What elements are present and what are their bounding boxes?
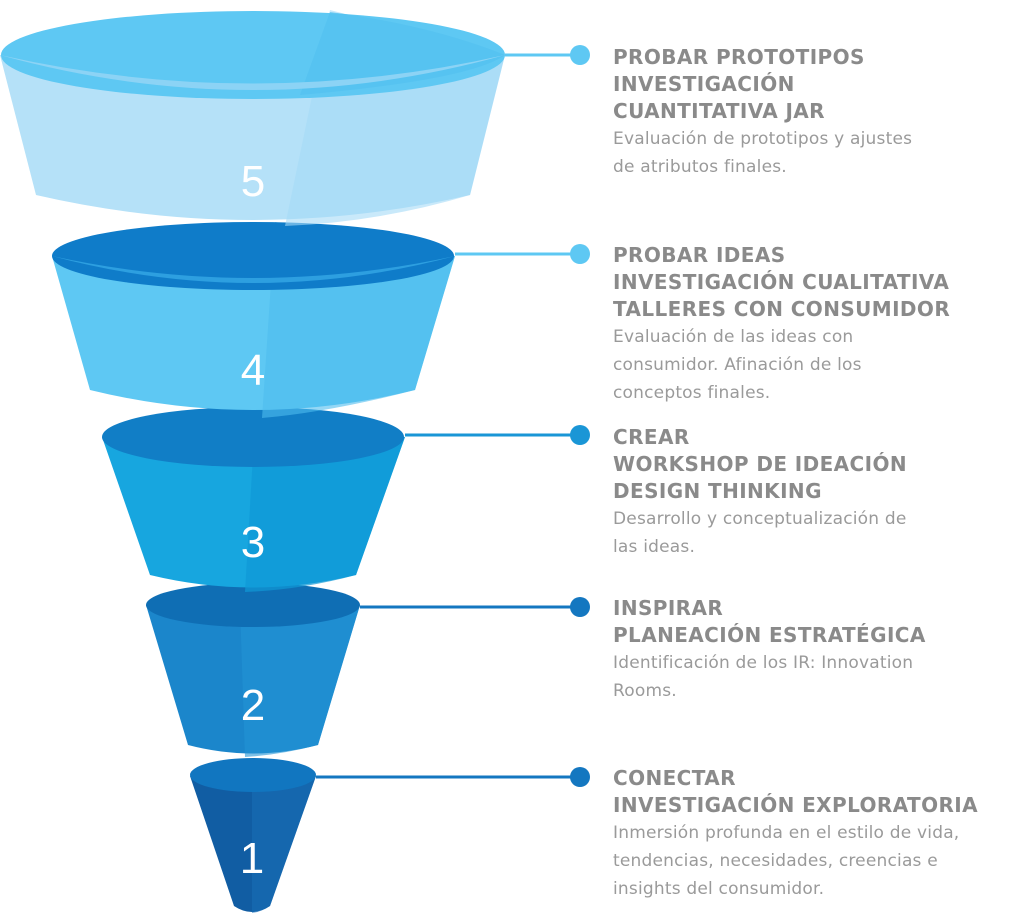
stage-4-desc-line: conceptos finales.: [613, 383, 771, 403]
stage-5-description: Evaluación de prototipos y ajustes de at…: [613, 125, 1013, 181]
funnel-stage-4: 4: [52, 222, 455, 418]
stage-5-info: PROBAR PROTOTIPOS INVESTIGACIÓN CUANTITA…: [613, 44, 1013, 181]
stage-4-title-line: INVESTIGACIÓN CUALITATIVA: [613, 270, 950, 294]
stage-1-info: CONECTAR INVESTIGACIÓN EXPLORATORIA Inme…: [613, 765, 1013, 903]
stage-3-title-line: CREAR: [613, 425, 690, 449]
connector-4: [455, 244, 590, 264]
stage-4-title-line: PROBAR IDEAS: [613, 243, 786, 267]
stage-2-title-line: PLANEACIÓN ESTRATÉGICA: [613, 623, 926, 647]
stage-4-title-line: TALLERES CON CONSUMIDOR: [613, 297, 951, 321]
stage-number-4: 4: [241, 346, 265, 395]
stage-3-title-line: DESIGN THINKING: [613, 479, 822, 503]
stage-5-title-line: INVESTIGACIÓN: [613, 72, 795, 96]
funnel-stage-2: 2: [146, 583, 360, 757]
stage-1-title: CONECTAR INVESTIGACIÓN EXPLORATORIA: [613, 765, 1013, 819]
stage-2-info: INSPIRAR PLANEACIÓN ESTRATÉGICA Identifi…: [613, 595, 1013, 705]
connector-3: [405, 425, 590, 445]
connector-2: [360, 597, 590, 617]
stage-2-description: Identificación de los IR: Innovation Roo…: [613, 649, 1013, 705]
stage-3-description: Desarrollo y conceptualización de las id…: [613, 505, 1013, 561]
stage-5-title: PROBAR PROTOTIPOS INVESTIGACIÓN CUANTITA…: [613, 44, 1013, 125]
stage-5-title-line: CUANTITATIVA JAR: [613, 99, 825, 123]
stage-4-description: Evaluación de las ideas con consumidor. …: [613, 323, 1013, 407]
stage-5-desc-line: de atributos finales.: [613, 157, 787, 177]
stage-4-desc-line: Evaluación de las ideas con: [613, 327, 854, 347]
connector-1: [316, 767, 590, 787]
stage-2-desc-line: Identificación de los IR: Innovation: [613, 653, 914, 673]
stage-1-title-line: CONECTAR: [613, 766, 736, 790]
stage-1-desc-line: Inmersión profunda en el estilo de vida,: [613, 823, 960, 843]
stage-3-title-line: WORKSHOP DE IDEACIÓN: [613, 452, 907, 476]
funnel-stage-5: 5: [0, 10, 505, 226]
stage-1-desc-line: insights del consumidor.: [613, 879, 825, 899]
stage-2-title: INSPIRAR PLANEACIÓN ESTRATÉGICA: [613, 595, 1013, 649]
stage-4-info: PROBAR IDEAS INVESTIGACIÓN CUALITATIVA T…: [613, 242, 1013, 407]
funnel-stage-1: 1: [190, 758, 316, 913]
stage-1-title-line: INVESTIGACIÓN EXPLORATORIA: [613, 793, 978, 817]
stage-5-title-line: PROBAR PROTOTIPOS: [613, 45, 865, 69]
stage-number-1: 1: [240, 834, 264, 883]
stage-2-desc-line: Rooms.: [613, 681, 677, 701]
stage-4-title: PROBAR IDEAS INVESTIGACIÓN CUALITATIVA T…: [613, 242, 1013, 323]
stage-2-title-line: INSPIRAR: [613, 596, 724, 620]
stage-3-desc-line: las ideas.: [613, 537, 696, 557]
funnel-stage-3: 3: [102, 407, 405, 592]
stage-3-desc-line: Desarrollo y conceptualización de: [613, 509, 907, 529]
stage-4-desc-line: consumidor. Afinación de los: [613, 355, 862, 375]
stage-3-info: CREAR WORKSHOP DE IDEACIÓN DESIGN THINKI…: [613, 424, 1013, 561]
stage-1-description: Inmersión profunda en el estilo de vida,…: [613, 819, 1013, 903]
stage-number-5: 5: [241, 157, 265, 206]
stage-1-desc-line: tendencias, necesidades, creencias e: [613, 851, 938, 871]
stage-number-3: 3: [241, 518, 265, 567]
stage-5-desc-line: Evaluación de prototipos y ajustes: [613, 129, 913, 149]
connector-5: [505, 45, 590, 65]
stage-number-2: 2: [241, 681, 265, 730]
stage-3-title: CREAR WORKSHOP DE IDEACIÓN DESIGN THINKI…: [613, 424, 1013, 505]
